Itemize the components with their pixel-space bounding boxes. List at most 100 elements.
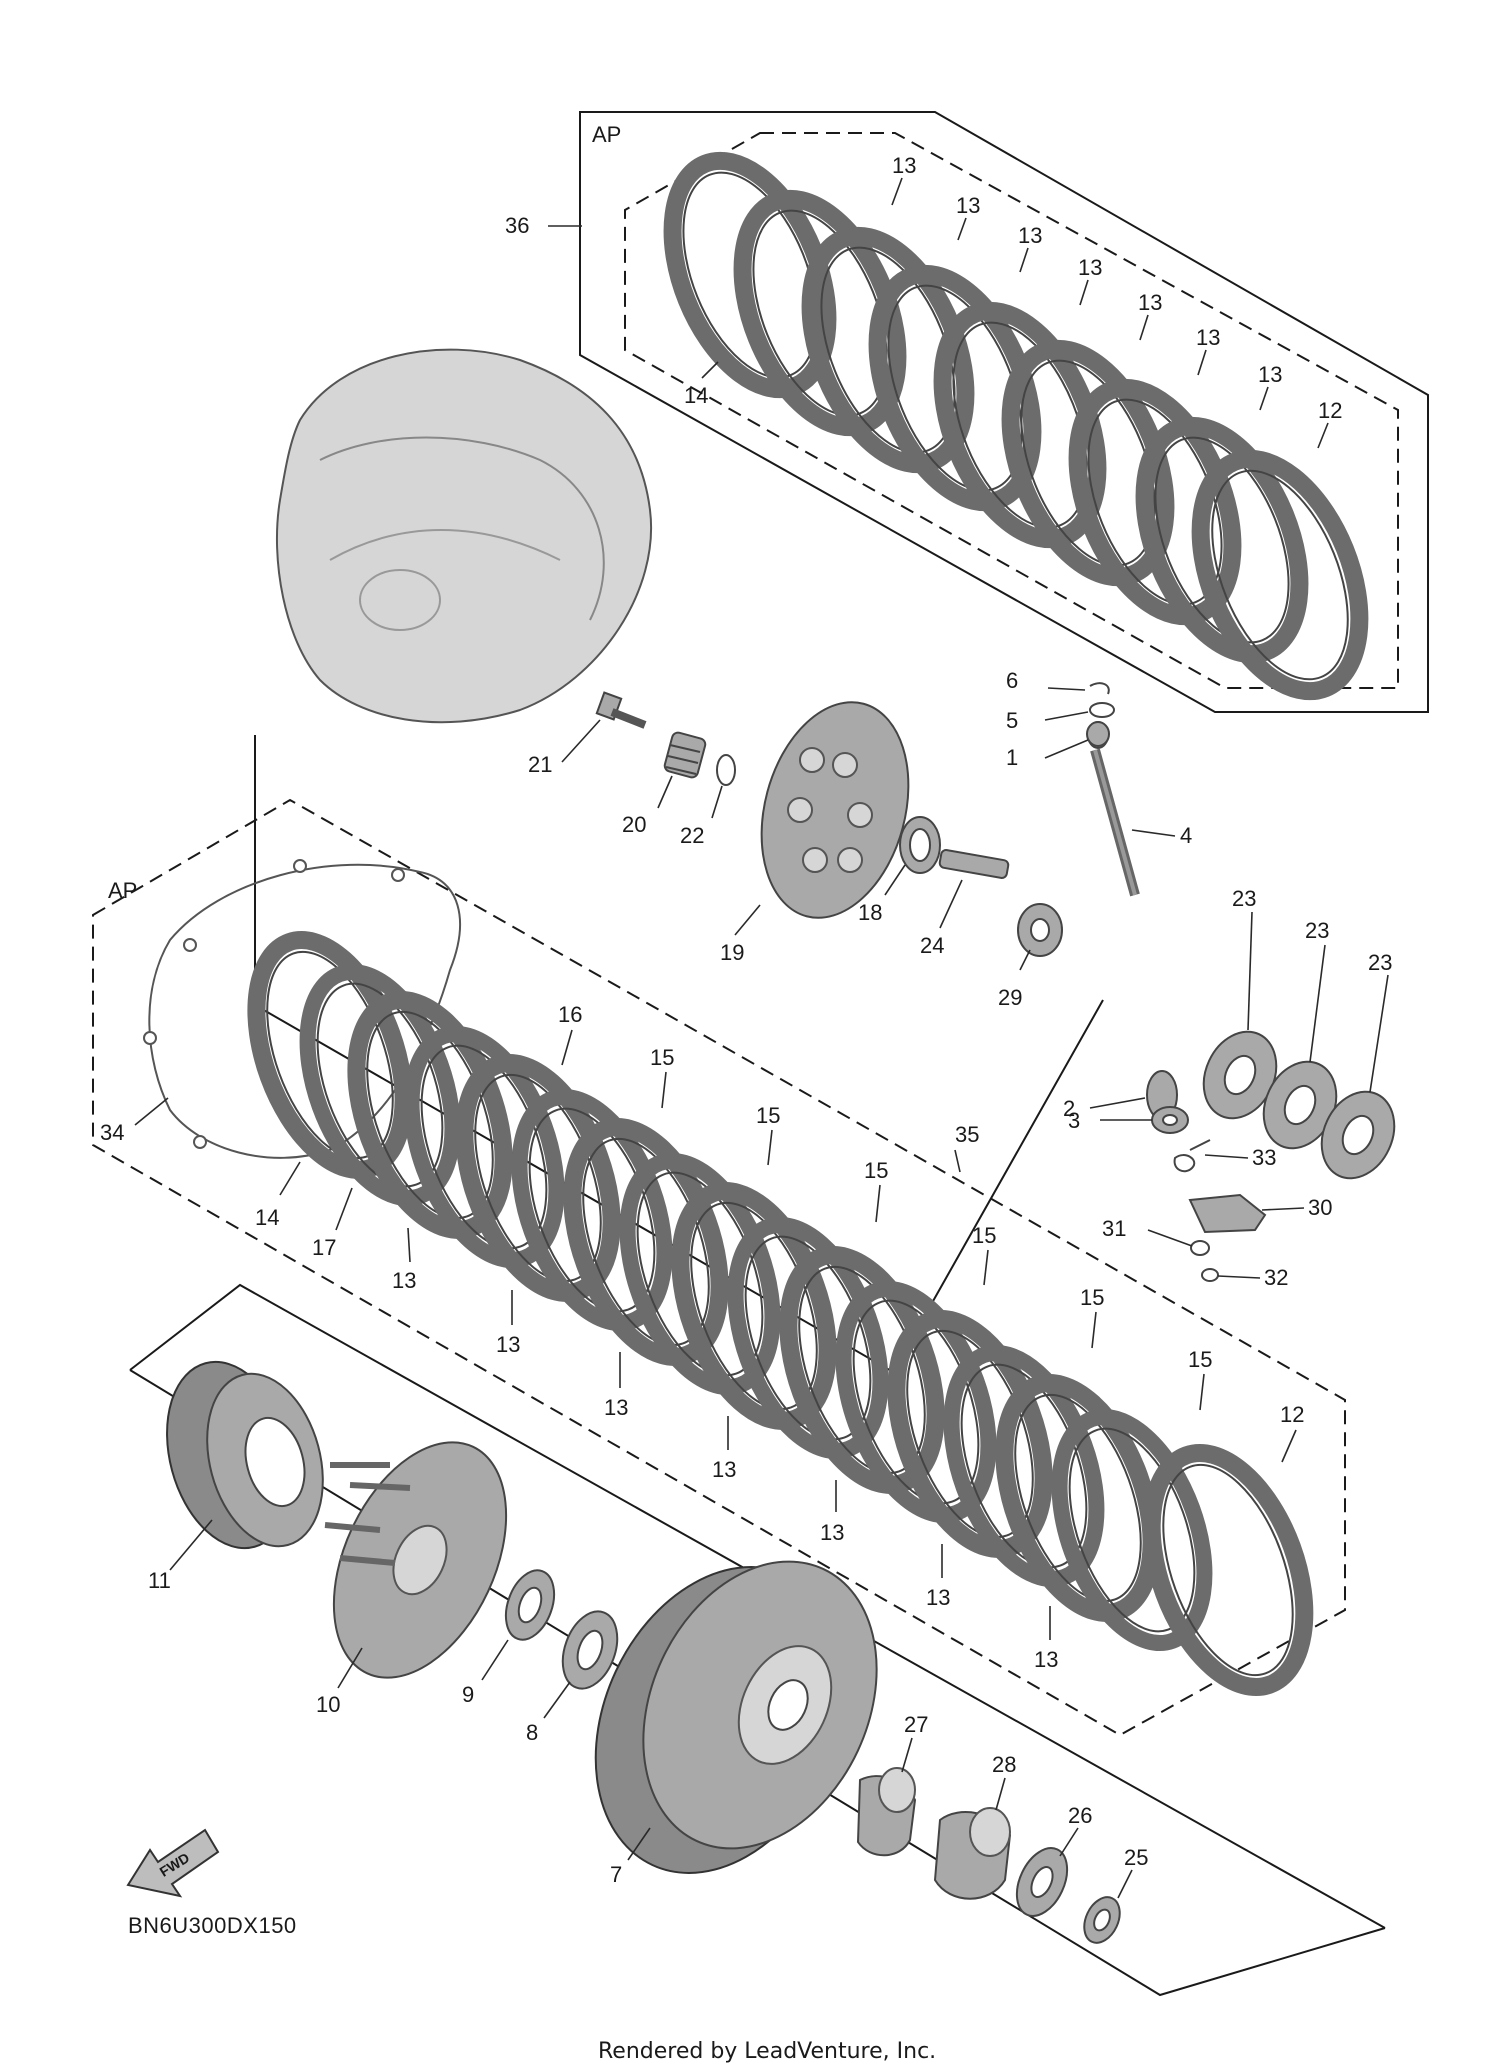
main-plate-15-a: [511, 1088, 673, 1332]
callout-4[interactable]: 4: [1180, 823, 1192, 848]
callout-35[interactable]: 35: [955, 1122, 979, 1147]
callout-13-m1[interactable]: 13: [392, 1268, 416, 1293]
main-plate-15-c: [727, 1216, 889, 1460]
callout-28[interactable]: 28: [992, 1752, 1016, 1777]
callout-10[interactable]: 10: [316, 1692, 340, 1717]
main-plate-stack: [247, 931, 1314, 1696]
callout-26[interactable]: 26: [1068, 1803, 1092, 1828]
callout-33[interactable]: 33: [1252, 1145, 1276, 1170]
callout-16[interactable]: 16: [558, 1002, 582, 1027]
callout-12-top[interactable]: 12: [1318, 398, 1342, 423]
callout-3[interactable]: 3: [1068, 1108, 1080, 1133]
main-plate-15-d: [835, 1280, 997, 1524]
washer-8: 8: [526, 1610, 619, 1745]
nut-25: 25: [1083, 1845, 1148, 1944]
callout-15-m2[interactable]: 15: [756, 1103, 780, 1128]
callout-18[interactable]: 18: [858, 900, 882, 925]
clutch-boss-11: 11: [148, 1360, 324, 1593]
callout-14-top[interactable]: 14: [684, 383, 708, 408]
main-plate-13-e: [779, 1246, 945, 1494]
main-plate-13-c: [563, 1118, 729, 1366]
callout-22[interactable]: 22: [680, 823, 704, 848]
callout-12-main[interactable]: 12: [1280, 1402, 1304, 1427]
washer-22: [716, 754, 736, 786]
lever-30: [1188, 1193, 1267, 1234]
callout-21[interactable]: 21: [528, 752, 552, 777]
callout-13-t5[interactable]: 13: [1138, 290, 1162, 315]
main-plate-17: [299, 963, 461, 1207]
callout-15-m3[interactable]: 15: [864, 1158, 888, 1183]
bolt-21: [595, 691, 647, 729]
callout-15-m5[interactable]: 15: [1080, 1285, 1104, 1310]
callout-20[interactable]: 20: [622, 812, 646, 837]
fwd-arrow-icon: FWD: [126, 1828, 220, 1898]
spring-20: [663, 731, 707, 779]
callout-36[interactable]: 36: [505, 213, 529, 238]
main-callouts: 14 17 13 16 13 15 13 15 13 15 13 15 13 1…: [255, 1002, 1304, 1672]
callout-17[interactable]: 17: [312, 1235, 336, 1260]
main-plate-12: [1142, 1444, 1314, 1696]
bearing-18: [899, 816, 941, 874]
main-plate-16: [403, 1025, 565, 1269]
gasket-34: 34: [100, 859, 461, 1159]
callout-30[interactable]: 30: [1308, 1195, 1332, 1220]
callout-32[interactable]: 32: [1264, 1265, 1288, 1290]
main-plate-15-f: [1051, 1408, 1213, 1652]
callout-15-m4[interactable]: 15: [972, 1223, 996, 1248]
main-plate-13-a: [347, 991, 513, 1239]
main-plate-14: [247, 931, 413, 1179]
callout-24[interactable]: 24: [920, 933, 944, 958]
callout-13-m3[interactable]: 13: [604, 1395, 628, 1420]
callout-19[interactable]: 19: [720, 940, 744, 965]
small-parts-1-5-6: [1086, 682, 1115, 747]
callout-11[interactable]: 11: [148, 1568, 171, 1593]
callout-8[interactable]: 8: [526, 1720, 538, 1745]
ap-label-main: AP: [108, 878, 137, 903]
callout-15-m6[interactable]: 15: [1188, 1347, 1212, 1372]
bushing-28: 28: [933, 1752, 1016, 1900]
callout-23-a[interactable]: 23: [1232, 886, 1256, 911]
crankcase-cover: [275, 348, 653, 724]
clutch-plate-10: 10: [316, 1441, 508, 1717]
circlips-31-32: [1190, 1240, 1219, 1282]
callout-23-b[interactable]: 23: [1305, 918, 1329, 943]
shims-23: [1202, 1030, 1396, 1180]
callout-15-m1[interactable]: 15: [650, 1045, 674, 1070]
callout-13-t7[interactable]: 13: [1258, 362, 1282, 387]
callout-14-main[interactable]: 14: [255, 1205, 279, 1230]
callout-13-t6[interactable]: 13: [1196, 325, 1220, 350]
clutch-housing-7: 7: [594, 1560, 878, 1887]
callout-23-c[interactable]: 23: [1368, 950, 1392, 975]
callout-13-t4[interactable]: 13: [1078, 255, 1102, 280]
push-rod-4: [1087, 721, 1140, 897]
callout-9[interactable]: 9: [462, 1682, 474, 1707]
callout-13-t3[interactable]: 13: [1018, 223, 1042, 248]
callout-13-m2[interactable]: 13: [496, 1332, 520, 1357]
callout-13-m7[interactable]: 13: [1034, 1647, 1058, 1672]
bolt-24: [938, 849, 1010, 879]
callout-1[interactable]: 1: [1006, 745, 1018, 770]
callout-5[interactable]: 5: [1006, 708, 1018, 733]
top-callouts: 13 13 13 13 13 13 13 12 14: [684, 153, 1342, 449]
callout-13-t2[interactable]: 13: [956, 193, 980, 218]
main-plate-13-d: [671, 1182, 837, 1430]
callout-13-m4[interactable]: 13: [712, 1457, 736, 1482]
ap-label-top: AP: [592, 122, 621, 147]
top-plate-stack: [663, 151, 1369, 701]
nut-29: [1017, 903, 1063, 957]
callout-31[interactable]: 31: [1102, 1216, 1126, 1241]
mid-upper-callouts: 21 20 22 19 18 24 29 6 5 1 4 2 3 33 30 3…: [528, 668, 1392, 1290]
callout-25[interactable]: 25: [1124, 1845, 1148, 1870]
callout-34[interactable]: 34: [100, 1120, 124, 1145]
callout-6[interactable]: 6: [1006, 668, 1018, 693]
callout-27[interactable]: 27: [904, 1712, 928, 1737]
callout-13-t1[interactable]: 13: [892, 153, 916, 178]
callout-29[interactable]: 29: [998, 985, 1022, 1010]
callout-13-m5[interactable]: 13: [820, 1520, 844, 1545]
washer-9: 9: [462, 1569, 556, 1707]
top-plate-12: [1191, 449, 1369, 701]
callout-2[interactable]: 2: [1063, 1096, 1075, 1121]
callout-7[interactable]: 7: [610, 1862, 622, 1887]
spring-33: [1173, 1139, 1211, 1173]
callout-13-m6[interactable]: 13: [926, 1585, 950, 1610]
